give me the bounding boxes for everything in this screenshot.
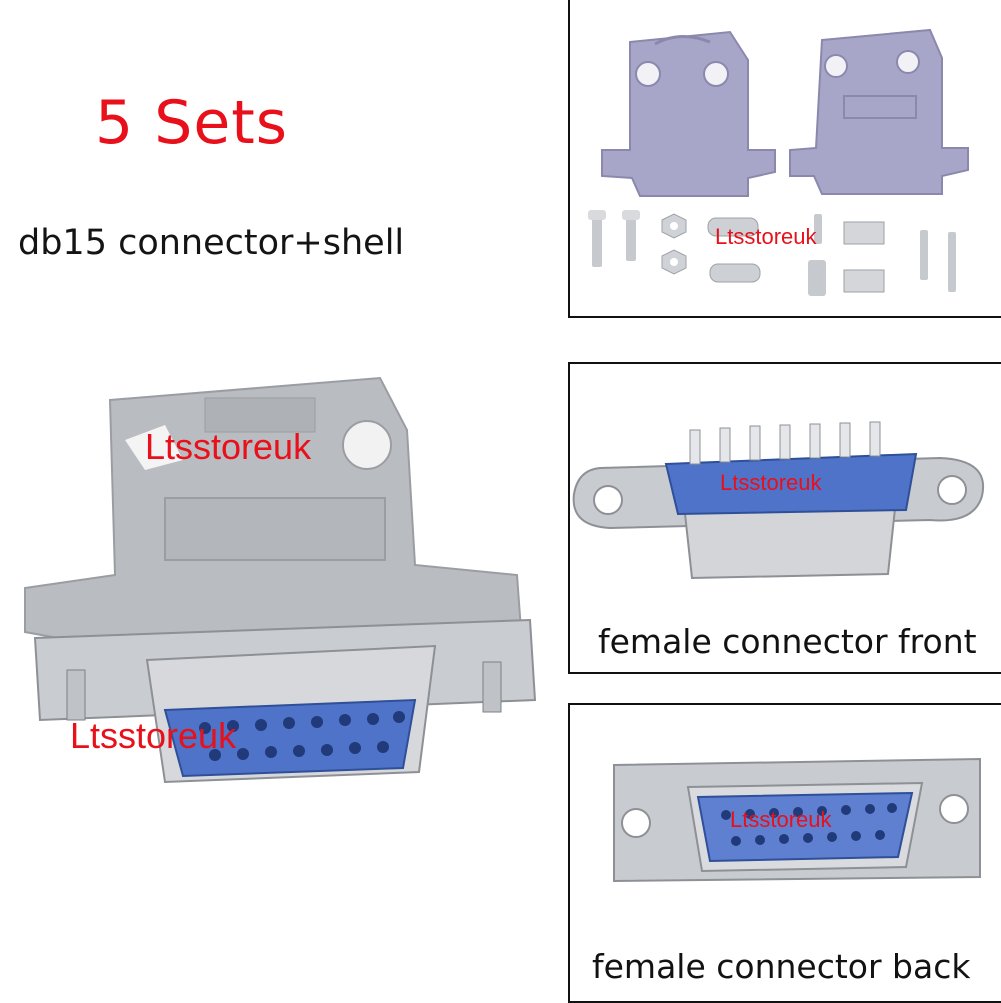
watermark-back: Ltsstoreuk <box>730 807 832 832</box>
product-subtitle: db15 connector+shell <box>18 223 405 263</box>
female-connector-front-image <box>572 421 985 580</box>
assembled-connector-image: Ltsstoreuk Ltsstoreuk <box>15 370 545 810</box>
female-connector-front-panel: Ltsstoreuk female connector front <box>568 362 1001 674</box>
female-connector-back-panel: Ltsstoreuk female connector back <box>568 703 1001 1003</box>
watermark-top: Ltsstoreuk <box>145 426 312 467</box>
caption-front: female connector front <box>598 622 977 661</box>
headline-title: 5 Sets <box>95 88 289 158</box>
watermark-bottom: Ltsstoreuk <box>70 715 237 756</box>
caption-back: female connector back <box>592 947 971 986</box>
female-connector-back-image <box>613 757 981 883</box>
hardware-kit-panel: Ltsstoreuk <box>568 0 1001 318</box>
watermark-front: Ltsstoreuk <box>720 470 822 495</box>
hardware-kit-image <box>588 28 969 296</box>
watermark-hardware: Ltsstoreuk <box>715 224 817 249</box>
